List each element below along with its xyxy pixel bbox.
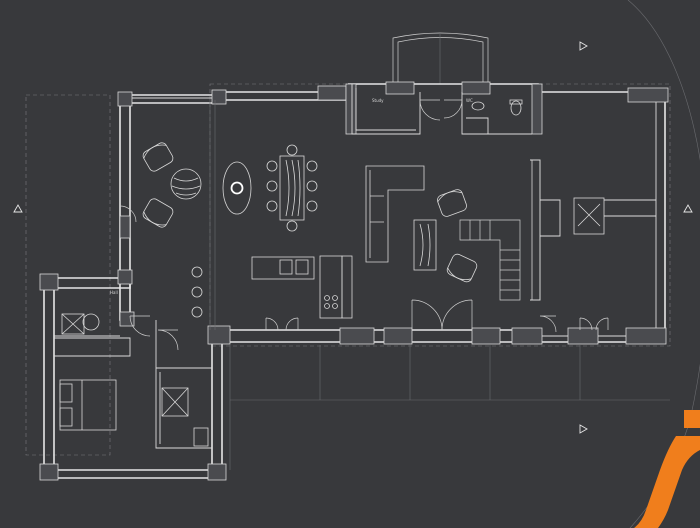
bed [59,379,117,431]
coffee-table [413,219,437,271]
hall-tag: Hall [110,290,118,295]
staircase [459,219,521,301]
triangle-marker-icon [579,424,588,434]
armchair-bottom [142,198,174,228]
kitchen-counter [191,255,353,319]
armchair-top [142,142,174,172]
pendant-light [230,181,244,195]
triangle-marker-icon [683,204,693,213]
brand-logo-icon [634,410,700,528]
triangle-marker-icon [13,204,23,213]
study-tag: Study [372,98,384,103]
dining-table [279,155,305,221]
door-swings [119,99,609,351]
dining-furniture [222,144,318,232]
section-markers [13,41,693,434]
bedroom-furniture [59,313,117,431]
wc-tag: WC [466,98,473,103]
fireplace [531,159,605,301]
side-table-round [170,168,202,200]
wall-piers [39,81,669,481]
bathroom-furniture [161,99,523,447]
living-furniture [142,142,202,228]
exterior-walls [43,83,666,479]
lounge-furniture [365,165,478,283]
triangle-marker-icon [579,41,588,51]
entrance-canopy [392,32,489,84]
oval-rug [222,161,252,215]
interior-walls [54,84,656,449]
